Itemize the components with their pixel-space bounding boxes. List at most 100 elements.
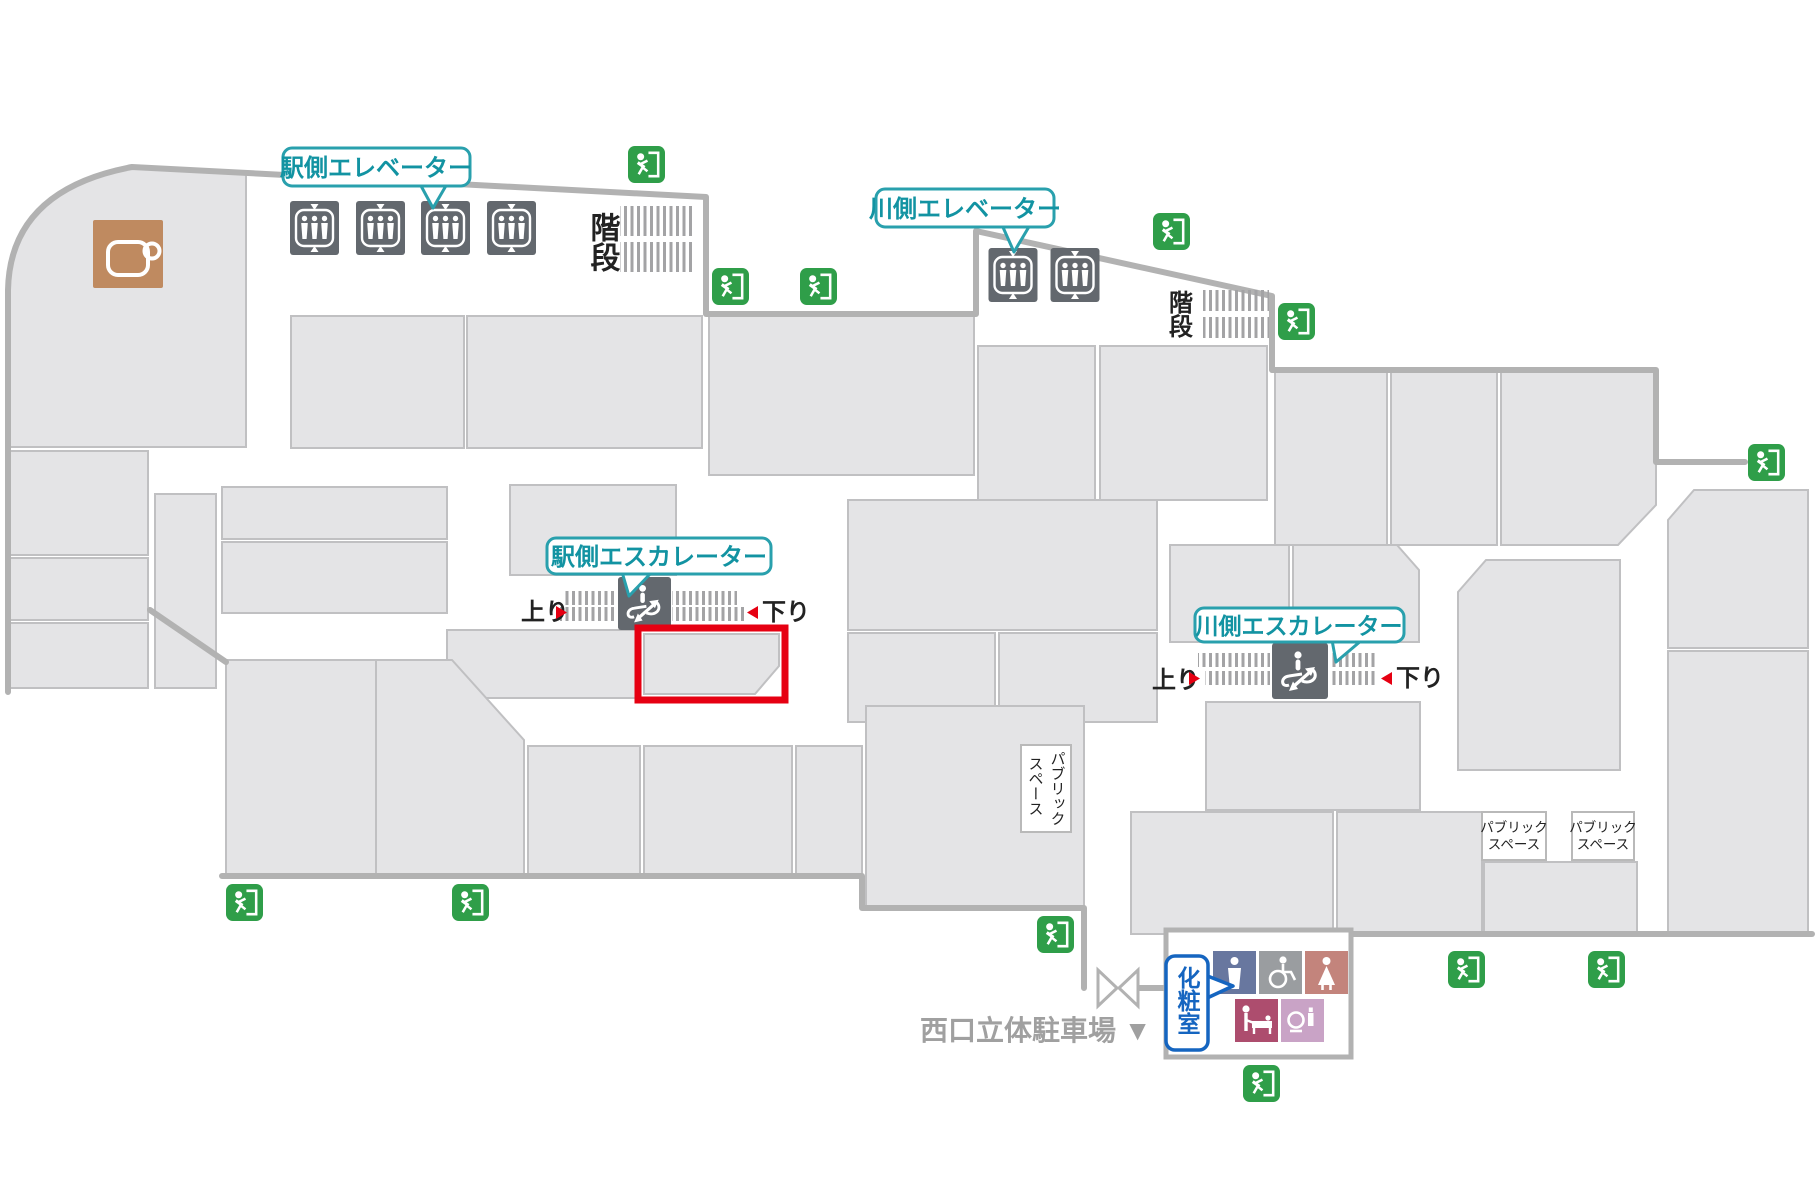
store-block: [154, 493, 217, 689]
public-space-right-2: パブリック スペース: [1569, 811, 1637, 861]
store-block: [1483, 861, 1638, 935]
restroom-label: 化粧室: [1174, 965, 1201, 1035]
stairs-hatch: [620, 206, 692, 236]
up-arrow: [1189, 672, 1200, 685]
elevator-icon: [987, 248, 1039, 302]
public-space-label: スペース: [1488, 837, 1540, 852]
store-block: [643, 745, 793, 877]
stairs-station-side: 階段: [586, 206, 692, 273]
stairs-label: 階段: [586, 212, 621, 273]
public-space-box: [1020, 744, 1072, 833]
down-label: 下り: [1396, 665, 1444, 692]
elevator-icon: [356, 201, 405, 255]
restroom-area: 化粧室: [1163, 927, 1354, 1060]
river-elevator-callout: [874, 187, 1056, 229]
store-block: [221, 486, 448, 540]
store-block: [708, 311, 975, 476]
emergency-exit-icon: [1278, 303, 1315, 340]
emergency-exit-icon: [628, 146, 665, 183]
cafe-area: [93, 220, 163, 288]
escalator-hatch: [565, 591, 617, 605]
store-block: [1667, 489, 1809, 649]
river-side-escalator: 上り 下り 川側エスカレーター: [1152, 606, 1444, 699]
elevator-icon: [487, 201, 536, 255]
store-block: [1500, 371, 1657, 546]
store-block: [527, 745, 641, 877]
store-block: [1390, 371, 1498, 546]
store-block: [1099, 345, 1268, 501]
store-block: [7, 557, 149, 621]
down-arrow: [1381, 672, 1392, 685]
restroom-callout: [1164, 954, 1210, 1052]
store-block: [7, 450, 149, 556]
emergency-exit-icon: [1243, 1065, 1280, 1102]
store-block: [1130, 811, 1334, 935]
station-side-elevators: 駅側エレベーター: [280, 146, 536, 255]
public-space-box: [1481, 811, 1547, 861]
store-block: [1205, 701, 1421, 811]
baby-care-tile: [1235, 999, 1278, 1042]
river-elevator-label: 川側エレベーター: [869, 196, 1061, 223]
stairs-river-side: 階段: [1165, 290, 1269, 339]
escalator-hatch: [1330, 671, 1378, 685]
river-escalator-callout: [1193, 606, 1406, 644]
store-block: [375, 659, 525, 877]
stairs-hatch: [1203, 317, 1269, 338]
emergency-exit-icon: [1037, 916, 1074, 953]
down-arrow: [747, 606, 758, 619]
floor-outline: [5, 164, 1815, 991]
store-block: [1457, 559, 1621, 771]
highlighted-store-block[interactable]: [643, 633, 780, 695]
escalator-icon: [1272, 643, 1328, 699]
elevator-icon: [421, 201, 470, 255]
baby-care-icon: [1242, 1005, 1272, 1034]
stairs-hatch: [1203, 290, 1269, 311]
river-escalator-label: 川側エスカレーター: [1196, 613, 1403, 639]
womens-toilet-icon: [1318, 957, 1335, 990]
emergency-exit-icon: [1748, 444, 1785, 481]
station-escalator-label: 駅側エスカレーター: [551, 544, 767, 571]
bridge-connector-icon: [1096, 966, 1140, 1010]
escalator-hatch: [672, 591, 737, 605]
store-block: [466, 315, 703, 449]
public-space-label: スペース: [1577, 837, 1629, 852]
station-escalator-callout: [545, 536, 773, 576]
store-block: [7, 622, 149, 689]
public-space-label: パブリック: [1569, 819, 1637, 835]
emergency-exit-icon: [712, 268, 749, 305]
store-block: [290, 315, 465, 449]
public-space-label: パブリック: [1480, 819, 1548, 835]
public-space-box: [1571, 811, 1635, 861]
store-block: [221, 541, 448, 614]
station-side-escalator: 上り 下り 駅側エスカレーター: [521, 536, 810, 630]
store-block: [1274, 371, 1388, 546]
emergency-exit-icon: [1448, 951, 1485, 988]
powder-room-icon: [1287, 1007, 1314, 1033]
escalator-hatch: [672, 607, 747, 621]
cafe-tile: [93, 220, 163, 288]
store-blocks: [7, 165, 1809, 935]
store-block: [1667, 650, 1809, 935]
selection-highlight[interactable]: [634, 624, 789, 704]
emergency-exit-icon: [1588, 951, 1625, 988]
escalator-hatch: [1205, 671, 1270, 685]
station-elevator-label: 駅側エレベーター: [280, 155, 472, 182]
public-space-label: パブリック: [1049, 751, 1066, 826]
stairs-hatch: [620, 242, 692, 272]
emergency-exit-icon: [1153, 213, 1190, 250]
store-block: [225, 659, 377, 877]
elevator-icon: [1049, 248, 1101, 302]
coffee-cup-icon: [106, 240, 162, 277]
station-elevator-callout: [281, 146, 472, 188]
emergency-exit-icon: [800, 268, 837, 305]
store-block: [795, 745, 863, 877]
emergency-exit-icon: [226, 884, 263, 921]
public-space-right-1: パブリック スペース: [1480, 811, 1548, 861]
elevator-icon: [290, 201, 339, 255]
public-space-vertical: パブリック スペース: [1020, 744, 1072, 833]
public-space-label: スペース: [1027, 756, 1044, 816]
emergency-exit-icon: [452, 884, 489, 921]
stairs-label: 階段: [1165, 290, 1193, 339]
